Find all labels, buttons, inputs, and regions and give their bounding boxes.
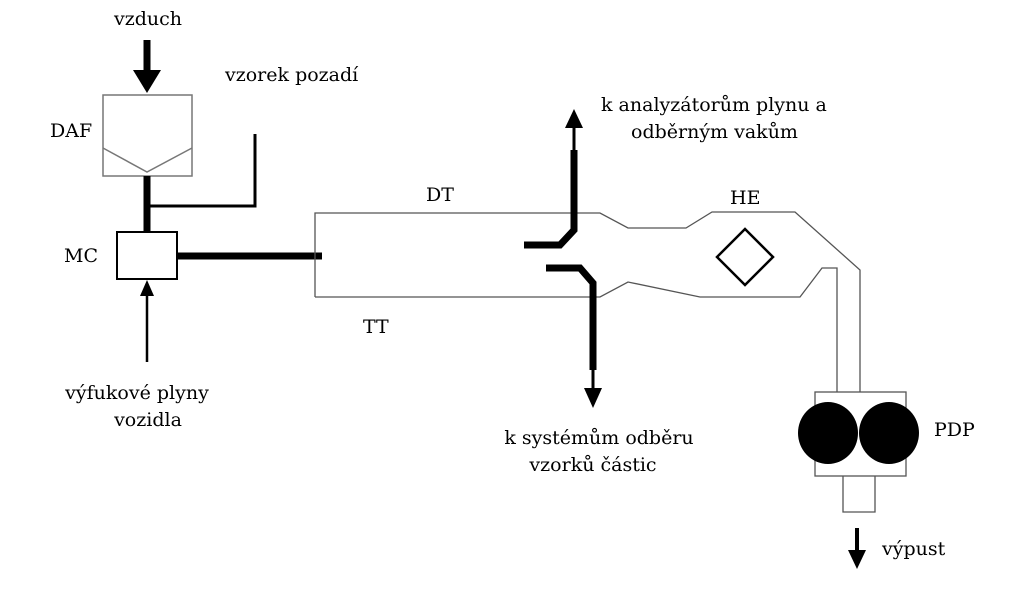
pdp-pump bbox=[798, 391, 919, 477]
outlet-label: výpust bbox=[881, 538, 946, 560]
he-heat-exchanger bbox=[715, 227, 775, 287]
pdp-label: PDP bbox=[934, 419, 975, 441]
tt-label: TT bbox=[363, 316, 389, 338]
air-label: vzduch bbox=[113, 8, 182, 30]
gas-analyzer-probe bbox=[524, 109, 583, 249]
background-sample-line bbox=[147, 134, 257, 208]
analyzers-label-line2: odběrným vakům bbox=[631, 121, 798, 143]
dt-label: DT bbox=[426, 184, 454, 206]
particles-label-line2: vzorků částic bbox=[528, 454, 656, 476]
particle-sampling-probe bbox=[546, 264, 602, 408]
background-sample-label: vzorek pozadí bbox=[224, 64, 359, 86]
particles-label-line1: k systémům odběru bbox=[504, 427, 693, 449]
pdp-outlet-pipe bbox=[842, 476, 876, 513]
outlet-arrow bbox=[848, 528, 866, 569]
he-label: HE bbox=[730, 187, 760, 209]
air-inlet-arrow bbox=[133, 40, 161, 93]
analyzers-label-line1: k analyzátorům plynu a bbox=[601, 94, 827, 116]
daf-filter bbox=[102, 94, 193, 177]
daf-label: DAF bbox=[50, 120, 92, 142]
exhaust-label-line1: výfukové plyny bbox=[64, 382, 209, 404]
dilution-tunnel bbox=[314, 211, 861, 392]
exhaust-label-line2: vozidla bbox=[113, 409, 182, 431]
mc-label: MC bbox=[64, 245, 98, 267]
mc-mixing-chamber bbox=[116, 231, 178, 280]
exhaust-inlet-arrow bbox=[140, 280, 154, 362]
